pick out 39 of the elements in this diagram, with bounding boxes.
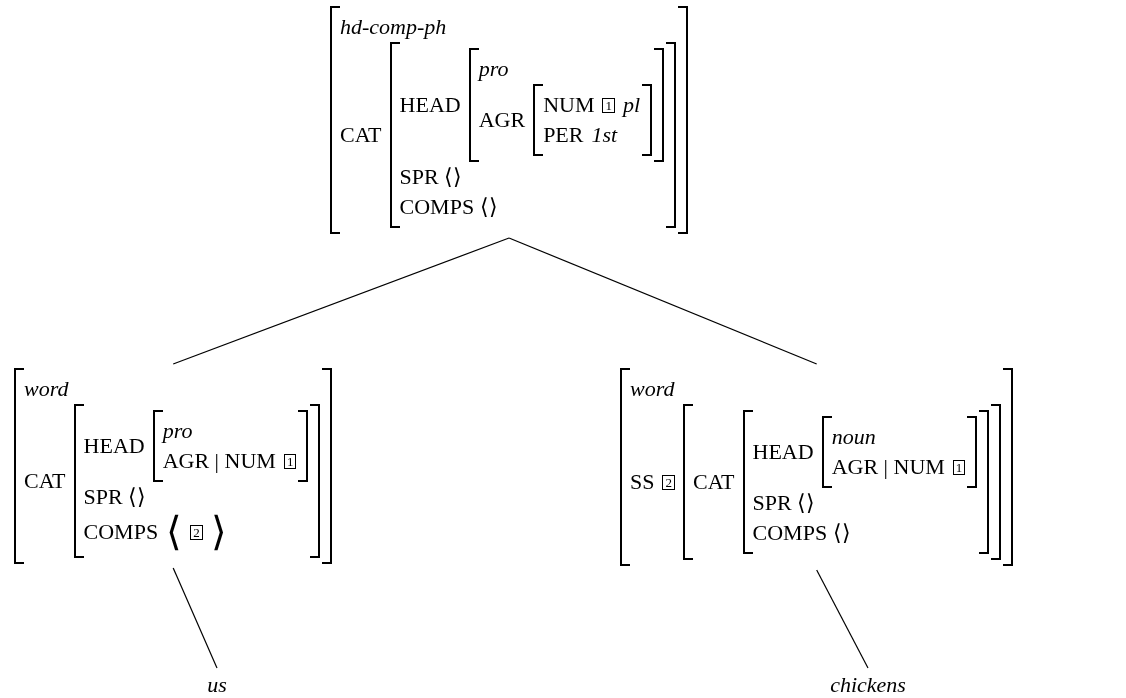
type-label: noun (831, 424, 876, 450)
feature-label: SPR ⟨⟩ (399, 164, 463, 190)
boxed-tag: 2 (662, 474, 675, 490)
boxed-tag: 1 (952, 459, 966, 475)
tree-branch (816, 569, 869, 669)
feature-label: SS (630, 469, 655, 495)
boxed-tag: 2 (190, 524, 203, 540)
type-label: word (24, 376, 69, 402)
feature-label: COMPS ⟨⟩ (399, 194, 498, 220)
type-label: 1st (591, 122, 618, 148)
tree-branch (172, 237, 510, 365)
type-label: pro (162, 418, 193, 444)
feature-label: HEAD (752, 439, 814, 465)
feature-label: PER (543, 122, 584, 148)
angle-bracket: ⟩ (210, 512, 227, 552)
feature-label: NUM (543, 92, 595, 118)
feature-label: AGR (478, 107, 526, 133)
boxed-tag: 1 (602, 97, 615, 113)
type-label: pl (622, 92, 641, 118)
feature-label: HEAD (399, 92, 461, 118)
feature-label: COMPS (83, 519, 159, 545)
angle-bracket: ⟨ (166, 512, 183, 552)
tree-branch (508, 237, 818, 365)
type-label: pro (478, 56, 509, 82)
feature-label: SPR ⟨⟩ (83, 484, 147, 510)
feature-label: CAT (693, 469, 735, 495)
feature-label: AGR | NUM (831, 454, 945, 480)
tree-branch (172, 567, 218, 669)
word-label: us (207, 672, 227, 698)
feature-label: HEAD (83, 433, 145, 459)
type-label: hd-comp-ph (340, 14, 447, 40)
boxed-tag: 1 (283, 453, 297, 469)
type-label: word (630, 376, 675, 402)
feature-label: CAT (24, 468, 66, 494)
feature-label: AGR | NUM (162, 448, 276, 474)
feature-label: SPR ⟨⟩ (752, 490, 816, 516)
feature-label: COMPS ⟨⟩ (752, 520, 851, 546)
feature-label: CAT (340, 122, 382, 148)
word-label: chickens (830, 672, 906, 698)
